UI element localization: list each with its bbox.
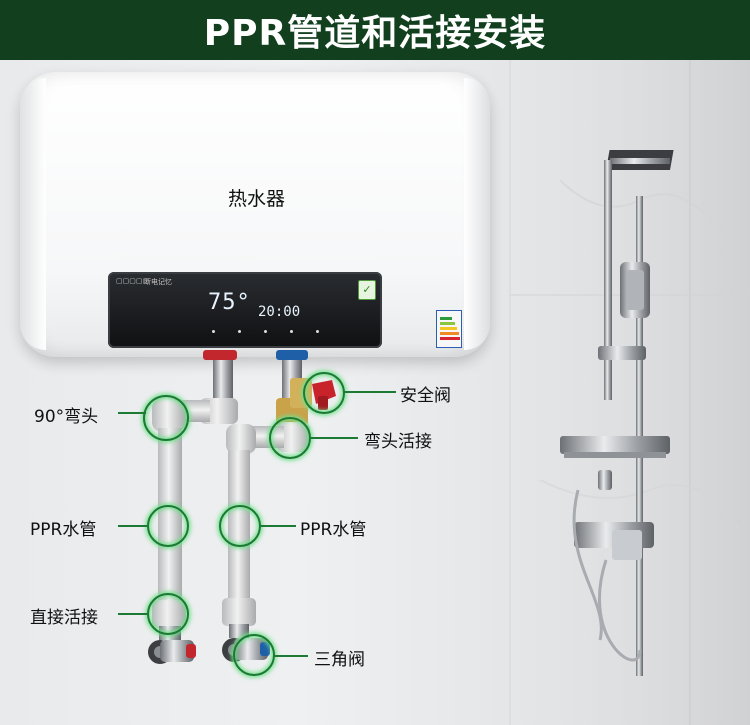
callout-safety-valve: 安全阀 (400, 386, 451, 406)
callout-markers (118, 370, 396, 678)
check-badge-icon: ✓ (358, 280, 376, 300)
temperature-display: 75° (208, 290, 251, 315)
panel-button (290, 330, 293, 333)
left-ppr-pipe (152, 360, 238, 640)
panel-brand: ▢▢▢▢▢ (116, 277, 150, 285)
time-display: 20:00 (258, 304, 301, 320)
panel-memory-text: 断电记忆 (144, 278, 172, 286)
water-heater: 热水器 ▢▢▢▢▢ 断电记忆 75° 20:00 ✓ (20, 72, 490, 357)
header-title: PPR管道和活接安装 (0, 0, 750, 60)
energy-label-icon (436, 310, 462, 348)
callout-ring-elbow-left (141, 393, 191, 443)
shower-set-icon (560, 150, 674, 676)
callout-angle-valve: 三角阀 (314, 650, 365, 670)
panel-button (264, 330, 267, 333)
heater-label: 热水器 (228, 188, 286, 210)
panel-button (316, 330, 319, 333)
safety-valve-icon (290, 378, 336, 410)
callout-straight-union: 直接活接 (30, 608, 98, 628)
panel-button (212, 330, 215, 333)
heater-left-cap (20, 78, 46, 350)
callout-ppr-right: PPR水管 (300, 520, 367, 540)
callout-elbow-left: 90°弯头 (34, 407, 99, 427)
panel-button (238, 330, 241, 333)
cold-inlet-ring (276, 350, 308, 360)
angle-valve-right-icon (222, 638, 270, 662)
heater-right-cap (464, 78, 490, 350)
hot-outlet-ring (203, 350, 237, 360)
callout-ppr-left: PPR水管 (30, 520, 97, 540)
callout-elbow-union: 弯头活接 (364, 432, 432, 452)
control-panel: ▢▢▢▢▢ 断电记忆 75° 20:00 (108, 272, 382, 348)
angle-valve-left-icon (148, 640, 196, 664)
